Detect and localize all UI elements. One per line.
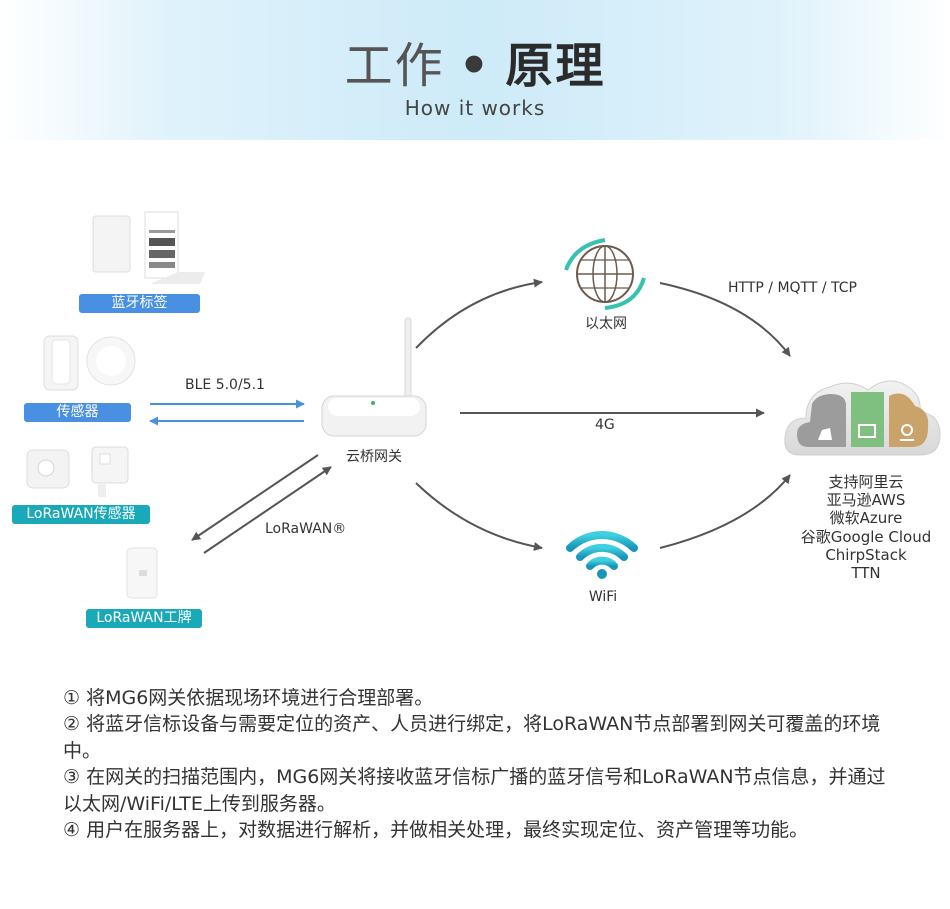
gateway-router-image [321, 317, 427, 437]
cloud-platform-item: 亚马逊AWS [826, 491, 906, 510]
sensor-image [43, 335, 136, 391]
header-banner: 工作•原理 How it works [0, 0, 950, 140]
protocols-label: HTTP / MQTT / TCP [728, 280, 857, 296]
lorawan-downlink-arrow [191, 454, 319, 541]
cloud-platform-icon [784, 380, 941, 456]
title-dot: • [458, 38, 492, 94]
steps-list: ① 将MG6网关依据现场环境进行合理部署。 ② 将蓝牙信标设备与需要定位的资产、… [63, 685, 893, 843]
gateway-to-ethernet-arrow [415, 278, 543, 349]
gateway-label: 云桥网关 [346, 449, 402, 465]
title-bold: 原理 [505, 38, 606, 94]
wifi-icon [566, 531, 638, 579]
lorawan-uplink-arrow [203, 466, 332, 554]
ethernet-label: 以太网 [585, 316, 627, 332]
ethernet-to-cloud-arrow [659, 282, 791, 357]
cloud-platform-item: TTN [851, 564, 881, 583]
step-item: ③ 在网关的扫描范围内，MG6网关将接收蓝牙信标广播的蓝牙信号和LoRaWAN节… [63, 766, 886, 815]
ble-tag-image [92, 211, 205, 284]
step-item: ① 将MG6网关依据现场环境进行合理部署。 [63, 687, 434, 709]
page-subtitle: How it works [404, 96, 546, 120]
lorawan-badge-pill: LoRaWAN工牌 [86, 609, 202, 628]
cloud-platform-item: 微软Azure [829, 509, 903, 528]
lorawan-sensor-image [26, 446, 129, 497]
lorawan-label: LoRaWAN® [265, 521, 347, 537]
cloud-platform-item: 谷歌Google Cloud [800, 527, 932, 546]
step-item: ② 将蓝牙信标设备与需要定位的资产、人员进行绑定，将LoRaWAN节点部署到网关… [63, 713, 881, 762]
ble-label: BLE 5.0/5.1 [185, 377, 265, 393]
cloud-platform-list: 支持阿里云 亚马逊AWS 微软Azure 谷歌Google Cloud Chir… [790, 473, 942, 582]
gateway-to-wifi-arrow [415, 482, 543, 551]
cellular-label: 4G [595, 417, 615, 433]
lorawan-badge-image [126, 547, 158, 599]
step-item: ④ 用户在服务器上，对数据进行解析，并做相关处理，最终实现定位、资产管理等功能。 [63, 819, 809, 842]
title-light: 工作 [344, 38, 445, 94]
wifi-to-cloud-arrow [659, 474, 791, 549]
sensor-pill: 传感器 [24, 403, 131, 422]
ble-tag-pill: 蓝牙标签 [79, 294, 200, 313]
ethernet-globe-icon [564, 238, 646, 310]
cloud-platform-item: ChirpStack [825, 545, 907, 564]
lorawan-sensor-pill: LoRaWAN传感器 [12, 505, 150, 524]
wifi-label: WiFi [588, 589, 618, 605]
page-title: 工作•原理 [0, 26, 950, 96]
cloud-platform-item: 支持阿里云 [828, 473, 904, 491]
